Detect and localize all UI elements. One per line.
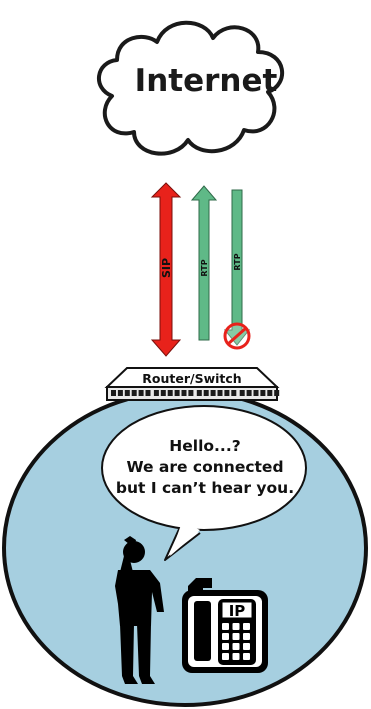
keypad-key (222, 633, 229, 640)
router-port (161, 390, 166, 396)
router-port (240, 390, 245, 396)
router-port (247, 390, 252, 396)
router-port (154, 390, 159, 396)
router-port (111, 390, 116, 396)
keypad-key (233, 623, 240, 630)
bubble-line-1: Hello...? (169, 437, 240, 455)
router-switch-icon: Router/Switch (107, 368, 279, 400)
router-port (224, 390, 229, 396)
router-port (188, 390, 193, 396)
router-port (204, 390, 209, 396)
keypad-key (243, 653, 250, 660)
router-port (146, 390, 151, 396)
blocked-sign-icon (225, 324, 249, 348)
rtp-outbound-arrow: RTP (192, 186, 216, 340)
router-port (125, 390, 130, 396)
router-label: Router/Switch (142, 371, 241, 386)
keypad-key (233, 643, 240, 650)
router-port (118, 390, 123, 396)
bubble-line-2: We are connected (126, 458, 283, 476)
rtp-outbound-label: RTP (200, 259, 209, 276)
router-port (182, 390, 187, 396)
keypad-key (243, 643, 250, 650)
router-port (274, 390, 279, 396)
router-port (267, 390, 272, 396)
rtp-inbound-label: RTP (233, 253, 242, 270)
rtp-inbound-arrow: RTP (225, 190, 249, 345)
ip-phone-icon: IP (182, 578, 268, 673)
router-port (211, 390, 216, 396)
bubble-line-3: but I can’t hear you. (116, 479, 294, 497)
cloud-icon: Internet (99, 23, 282, 154)
router-port (175, 390, 180, 396)
router-port (197, 390, 202, 396)
keypad-key (222, 653, 229, 660)
sip-arrow: SIP (152, 183, 180, 356)
router-port (218, 390, 223, 396)
keypad-key (233, 653, 240, 660)
keypad-key (222, 643, 229, 650)
keypad-key (222, 623, 229, 630)
phone-screen-label: IP (229, 602, 246, 620)
keypad-key (233, 633, 240, 640)
keypad-key (243, 633, 250, 640)
keypad-key (243, 623, 250, 630)
cloud-label: Internet (135, 63, 278, 99)
router-port (168, 390, 173, 396)
router-port (231, 390, 236, 396)
router-port (260, 390, 265, 396)
router-port (254, 390, 259, 396)
router-port (139, 390, 144, 396)
sip-label: SIP (160, 258, 173, 278)
router-port (132, 390, 137, 396)
